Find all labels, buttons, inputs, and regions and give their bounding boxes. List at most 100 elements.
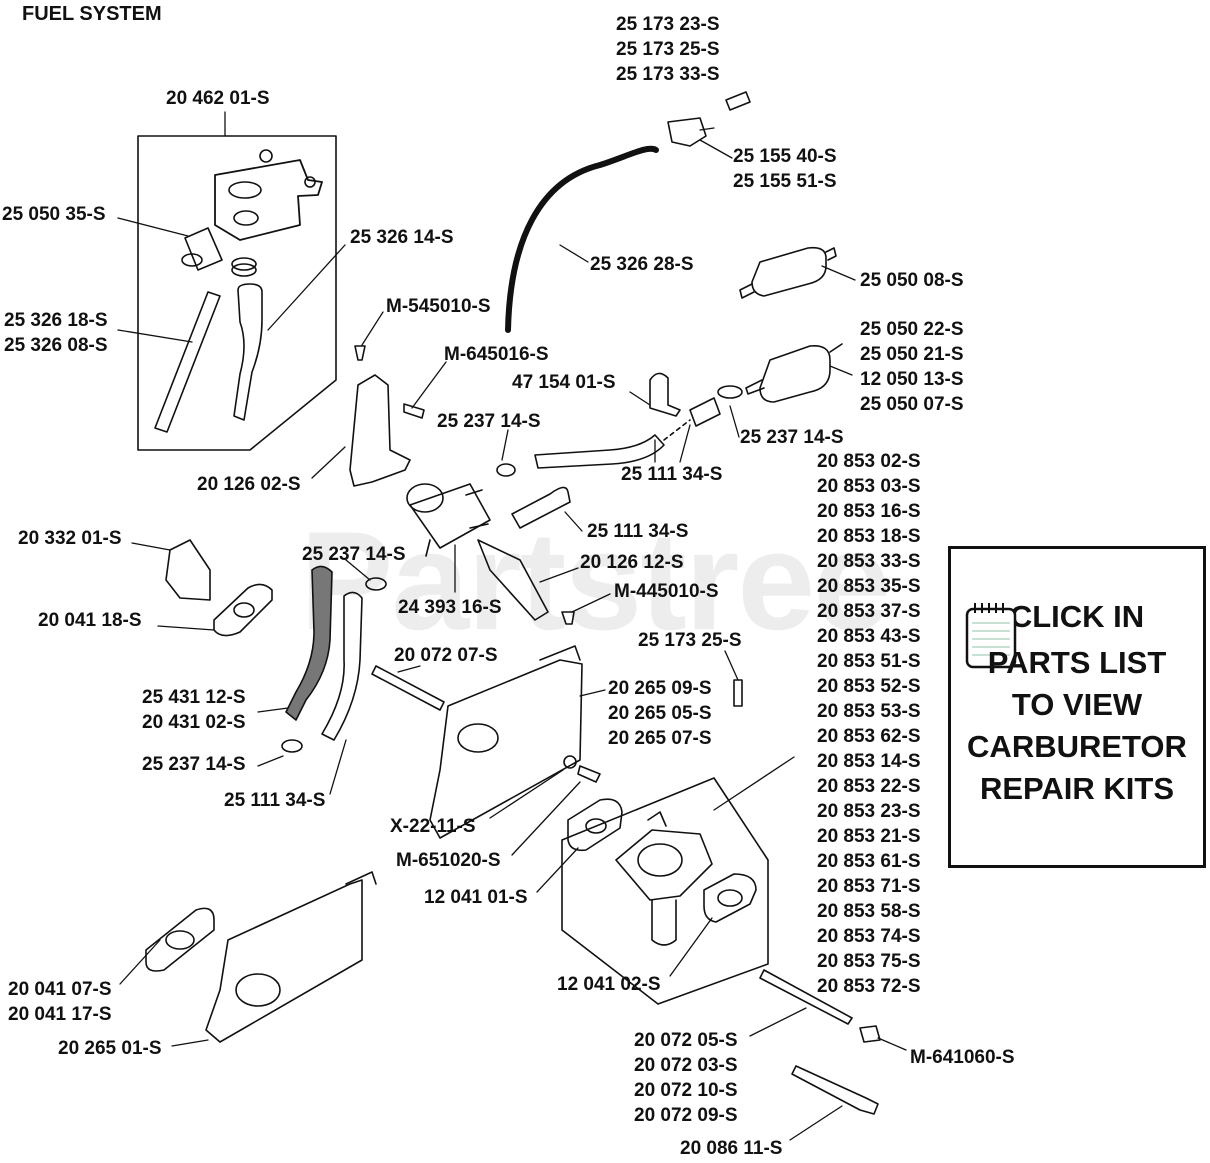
part-number: 25 155 40-S xyxy=(733,146,837,167)
bolt-20086-11 xyxy=(791,1065,879,1115)
cta-line-repair-kits: REPAIR KITS xyxy=(979,771,1175,806)
part-number: 20 265 07-S xyxy=(608,728,712,749)
part-label-p12[interactable]: 47 154 01-S xyxy=(512,370,616,395)
part-number: 20 041 17-S xyxy=(8,1004,112,1025)
part-number: 25 237 14-S xyxy=(437,411,541,432)
fuel-tank-valve xyxy=(214,149,323,241)
part-number: 25 326 18-S xyxy=(4,310,108,331)
carburetor xyxy=(615,811,713,946)
part-number: M-545010-S xyxy=(386,296,491,317)
part-number: 20 072 03-S xyxy=(634,1055,738,1076)
part-label-p20[interactable]: 20 126 12-S xyxy=(580,550,684,575)
part-label-p24[interactable]: 25 173 25-S xyxy=(638,628,742,653)
inline-filter-lower xyxy=(745,343,843,403)
part-label-p13[interactable]: 25 237 14-S xyxy=(437,409,541,434)
fuel-hose-short xyxy=(689,397,721,427)
part-number: 20 853 03-S xyxy=(817,476,921,497)
part-number: 20 072 10-S xyxy=(634,1080,738,1101)
part-number: 20 126 02-S xyxy=(197,474,301,495)
part-number: 20 853 21-S xyxy=(817,826,921,847)
part-number: 20 265 01-S xyxy=(58,1038,162,1059)
fuel-pump-bracket-shield xyxy=(477,539,549,621)
part-label-p4[interactable]: 25 050 35-S xyxy=(2,202,106,227)
gasket-12041-02 xyxy=(703,873,757,923)
part-label-p21[interactable]: M-445010-S xyxy=(614,579,719,604)
fuel-hose-dark xyxy=(285,565,333,721)
part-number: 20 853 53-S xyxy=(817,701,921,722)
fuel-hose-bent xyxy=(233,283,263,421)
part-label-p38[interactable]: 20 086 11-S xyxy=(680,1136,782,1161)
part-label-p25[interactable]: 20 072 07-S xyxy=(394,643,498,668)
diagram-title: FUEL SYSTEM xyxy=(22,3,162,25)
carburetor-repair-kits-link[interactable]: CLICK IN PARTS LIST TO VIEW CARBURETOR R… xyxy=(948,546,1206,868)
part-number: 20 332 01-S xyxy=(18,528,122,549)
part-label-p16[interactable]: 25 111 34-S xyxy=(621,462,722,487)
part-number: 20 126 12-S xyxy=(580,552,684,573)
part-number: 20 853 51-S xyxy=(817,651,921,672)
gasket-20041-18 xyxy=(213,583,273,637)
fuel-hose-light xyxy=(321,591,363,741)
cta-line-carburetor: CARBURETOR xyxy=(967,729,1187,764)
bracket-bolt-left xyxy=(354,345,366,361)
carburetor-group-outline xyxy=(561,777,769,1005)
part-number: 25 431 12-S xyxy=(142,687,246,708)
part-number: 25 111 34-S xyxy=(224,790,326,811)
part-label-p14[interactable]: 25 237 14-S xyxy=(740,425,844,450)
part-number: 25 111 34-S xyxy=(621,464,723,485)
part-number: 12 041 02-S xyxy=(557,974,661,995)
fuel-pump xyxy=(406,483,491,557)
cta-click-text: CLICK xyxy=(1009,599,1105,634)
part-label-p30[interactable]: X-22-11-S xyxy=(390,814,476,839)
part-label-p33[interactable]: 12 041 02-S xyxy=(557,972,661,997)
spacer-bore xyxy=(457,723,499,753)
part-label-p15[interactable]: 20 126 02-S xyxy=(197,472,301,497)
part-number: 20 853 52-S xyxy=(817,676,921,697)
part-label-p10[interactable]: M-645016-S xyxy=(444,342,549,367)
part-label-p23[interactable]: 20 041 18-S xyxy=(38,608,142,633)
part-label-p27[interactable]: 25 431 12-S 20 431 02-S xyxy=(142,685,246,735)
part-number: 20 853 23-S xyxy=(817,801,921,822)
part-label-p17[interactable]: 25 111 34-S xyxy=(587,519,688,544)
notebook-icon xyxy=(965,603,1017,669)
part-label-p5[interactable]: 25 326 14-S xyxy=(350,225,454,250)
part-label-p22[interactable]: 24 393 16-S xyxy=(398,595,502,620)
part-number: 25 173 25-S xyxy=(616,39,720,60)
pump-bracket xyxy=(349,374,411,487)
part-number: 20 086 11-S xyxy=(680,1138,783,1159)
part-number: M-445010-S xyxy=(614,581,719,602)
part-label-p19[interactable]: 25 237 14-S xyxy=(302,542,406,567)
washer-x22 xyxy=(563,755,577,769)
part-number: 20 853 58-S xyxy=(817,901,921,922)
part-label-p37[interactable]: M-641060-S xyxy=(910,1045,1015,1070)
bracket-screw xyxy=(561,611,575,625)
part-label-p28[interactable]: 25 237 14-S xyxy=(142,752,246,777)
part-label-p7[interactable]: 25 050 08-S xyxy=(860,268,964,293)
part-label-p31[interactable]: M-651020-S xyxy=(396,848,501,873)
part-label-p34[interactable]: 20 041 07-S 20 041 17-S xyxy=(8,977,112,1027)
part-label-p2[interactable]: 20 462 01-S xyxy=(166,86,270,111)
part-label-p32[interactable]: 12 041 01-S xyxy=(424,885,528,910)
part-label-p18[interactable]: 20 332 01-S xyxy=(18,526,122,551)
part-number: 20 853 75-S xyxy=(817,951,921,972)
part-label-p8[interactable]: M-545010-S xyxy=(386,294,491,319)
part-label-p6[interactable]: 25 326 28-S xyxy=(590,252,694,277)
part-label-p35[interactable]: 20 265 01-S xyxy=(58,1036,162,1061)
part-number: 20 853 74-S xyxy=(817,926,921,947)
part-number: 25 050 08-S xyxy=(860,270,964,291)
part-label-p29[interactable]: 25 111 34-S xyxy=(224,788,325,813)
part-number: 25 237 14-S xyxy=(142,754,246,775)
part-number: 20 431 02-S xyxy=(142,712,246,733)
part-number: 20 853 62-S xyxy=(817,726,921,747)
watermark: Partstree xyxy=(300,502,891,659)
part-number: 20 041 07-S xyxy=(8,979,112,1000)
intake-20265-01 xyxy=(205,879,363,1043)
carb-spacer-20265-09 xyxy=(429,659,583,839)
